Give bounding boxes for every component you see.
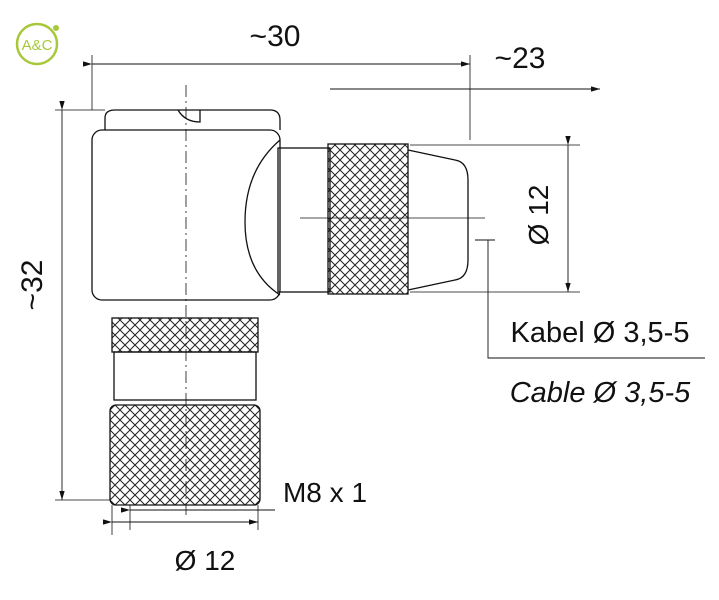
cable-label-de: Kabel Ø 3,5-5 (511, 317, 690, 349)
dim-thread: M8 x 1 (283, 477, 367, 508)
svg-text:A&C: A&C (22, 37, 53, 54)
dim-height-total: ~32 (16, 260, 49, 311)
cable-label-en: Cable Ø 3,5-5 (510, 377, 691, 409)
dim-socket-nut-diameter: Ø 12 (175, 545, 236, 576)
outline (55, 55, 705, 535)
logo: A&C (15, 22, 59, 66)
dim-cable-nut-diameter: Ø 12 (523, 185, 554, 246)
dim-width-total: ~30 (250, 20, 301, 53)
dim-width-partial: ~23 (495, 42, 546, 75)
